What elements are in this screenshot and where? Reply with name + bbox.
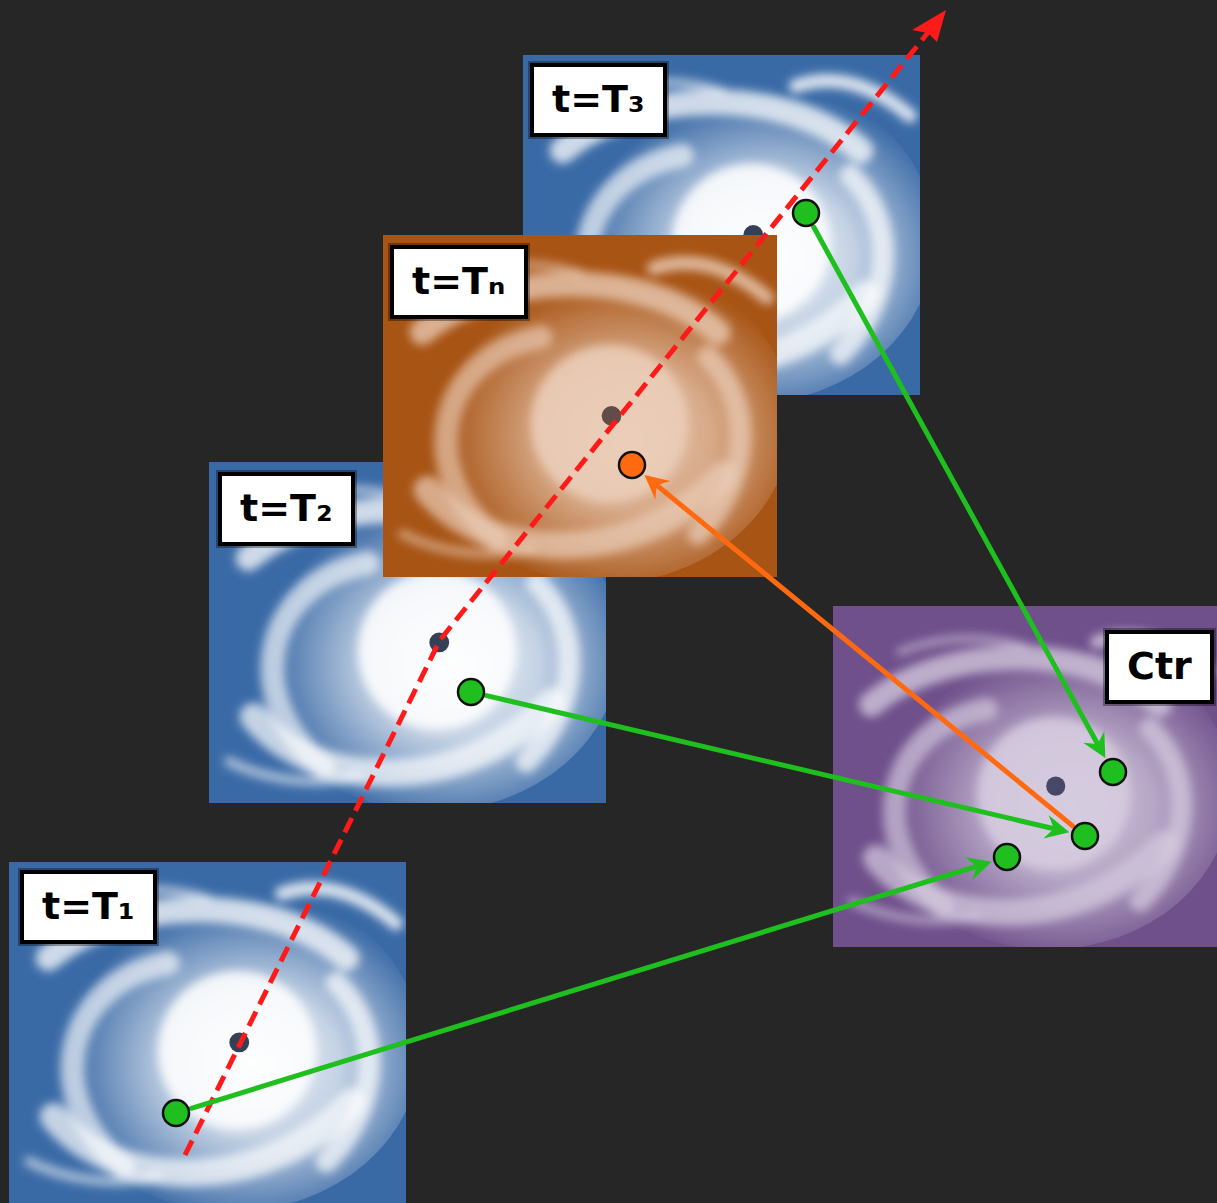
time-label: Ctr	[1127, 644, 1192, 690]
time-label-box: t=T₂	[218, 472, 355, 546]
position-dot	[619, 452, 645, 478]
motion-arrow	[644, 475, 1072, 826]
satellite-panel: t=Tₙ	[383, 235, 777, 577]
position-dot	[163, 1100, 189, 1126]
motion-arrow	[191, 857, 991, 1108]
time-label: t=T₂	[240, 486, 333, 532]
time-label: t=T₁	[42, 884, 135, 930]
time-label-box: t=T₁	[20, 870, 157, 944]
position-dot	[1072, 823, 1098, 849]
position-dot	[458, 679, 484, 705]
satellite-panel: Ctr	[833, 606, 1217, 947]
position-dot	[994, 844, 1020, 870]
satellite-panel: t=T₁	[9, 862, 406, 1203]
satellite-panel: t=T₃	[523, 55, 920, 395]
time-label-box: Ctr	[1105, 630, 1214, 704]
motion-arrow	[487, 696, 1070, 839]
time-label: t=Tₙ	[412, 259, 505, 305]
satellite-panel: t=T₂	[209, 462, 606, 803]
time-label: t=T₃	[552, 77, 645, 123]
time-label-box: t=T₃	[530, 63, 667, 137]
position-dot	[1100, 759, 1126, 785]
motion-arrow	[814, 227, 1106, 758]
position-dot	[793, 200, 819, 226]
time-label-box: t=Tₙ	[390, 245, 528, 319]
